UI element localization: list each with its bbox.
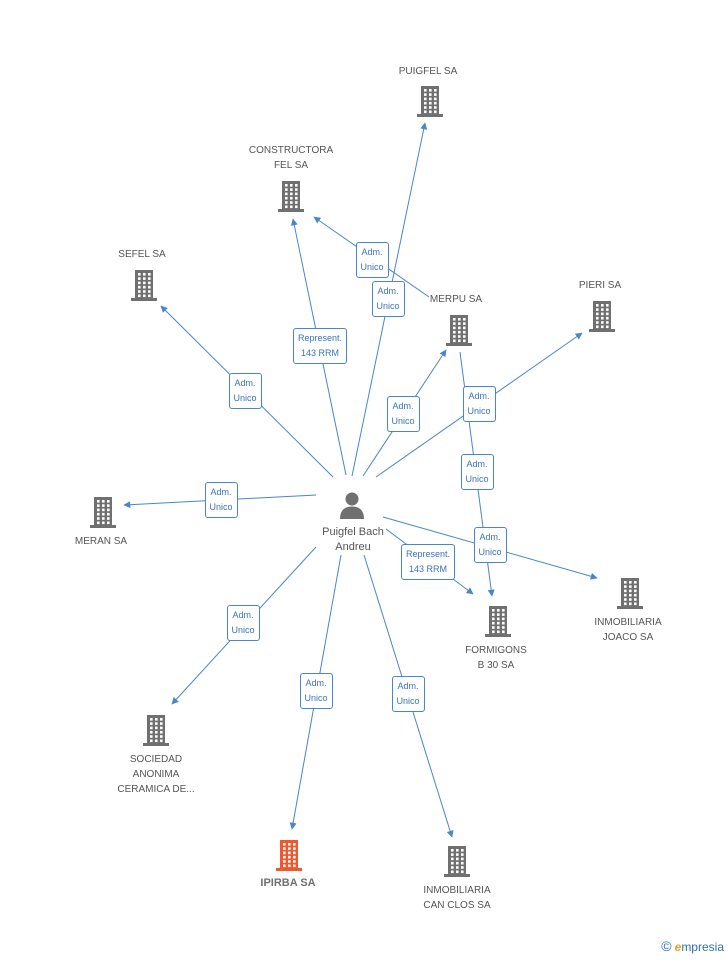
node-label-meran[interactable]: MERAN SA [74, 536, 128, 547]
node-label-sefel[interactable]: SEFEL SA [118, 249, 166, 260]
edge-label-center-joaco[interactable]: Adm. Unico [473, 527, 507, 563]
building-icon-puigfel[interactable] [415, 84, 445, 123]
center-person-label[interactable]: Puigfel Bach Andreu [322, 526, 384, 553]
building-icon-merpu[interactable] [444, 313, 474, 352]
brand-logo-text: mpresia [681, 940, 724, 954]
edge-label-center-ipirba[interactable]: Adm. Unico [299, 673, 333, 709]
building-icon-ipirba[interactable] [274, 838, 304, 877]
building-icon-formigons[interactable] [483, 604, 513, 643]
building-icon-meran[interactable] [88, 495, 118, 534]
node-label-ipirba[interactable]: IPIRBA SA [260, 877, 316, 889]
person-icon[interactable] [337, 490, 367, 525]
edge-label-center-sefel[interactable]: Adm. Unico [228, 373, 262, 409]
building-icon-joaco[interactable] [615, 576, 645, 615]
edge-label-center-pieri[interactable]: Adm. Unico [462, 386, 496, 422]
building-icon-sociedad[interactable] [141, 713, 171, 752]
edge-label-center-canclos[interactable]: Adm. Unico [391, 676, 425, 712]
brand-logo-initial: e [674, 940, 682, 954]
building-icon-pieri[interactable] [587, 299, 617, 338]
edge-label-center-constructora[interactable]: Represent. 143 RRM [293, 328, 348, 364]
node-label-constructora[interactable]: CONSTRUCTORA FEL SA [248, 145, 334, 171]
node-label-merpu[interactable]: MERPU SA [429, 294, 483, 305]
node-label-formigons[interactable]: FORMIGONS B 30 SA [465, 645, 527, 671]
building-icon-canclos[interactable] [442, 844, 472, 883]
brand-footer: ©empresia [661, 938, 724, 954]
building-icon-sefel[interactable] [129, 268, 159, 307]
edge-label-center-puigfel[interactable]: Adm. Unico [371, 281, 405, 317]
node-label-joaco[interactable]: INMOBILIARIA JOACO SA [594, 617, 662, 643]
edge-label-center-formigons[interactable]: Represent. 143 RRM [401, 544, 456, 580]
edge-label-merpu-formigons[interactable]: Adm. Unico [460, 454, 494, 490]
edge-label-center-merpu[interactable]: Adm. Unico [386, 396, 420, 432]
copyright-icon: © [661, 938, 672, 954]
building-icon-constructora[interactable] [276, 179, 306, 218]
node-label-pieri[interactable]: PIERI SA [578, 280, 622, 291]
node-label-canclos[interactable]: INMOBILIARIA CAN CLOS SA [423, 885, 491, 911]
node-label-puigfel[interactable]: PUIGFEL SA [398, 66, 458, 77]
edge-label-center-meran[interactable]: Adm. Unico [204, 482, 238, 518]
edge-label-merpu-constructora[interactable]: Adm. Unico [355, 242, 389, 278]
node-label-sociedad[interactable]: SOCIEDAD ANONIMA CERAMICA DE... [117, 754, 195, 795]
edge-label-center-sociedad[interactable]: Adm. Unico [226, 605, 260, 641]
